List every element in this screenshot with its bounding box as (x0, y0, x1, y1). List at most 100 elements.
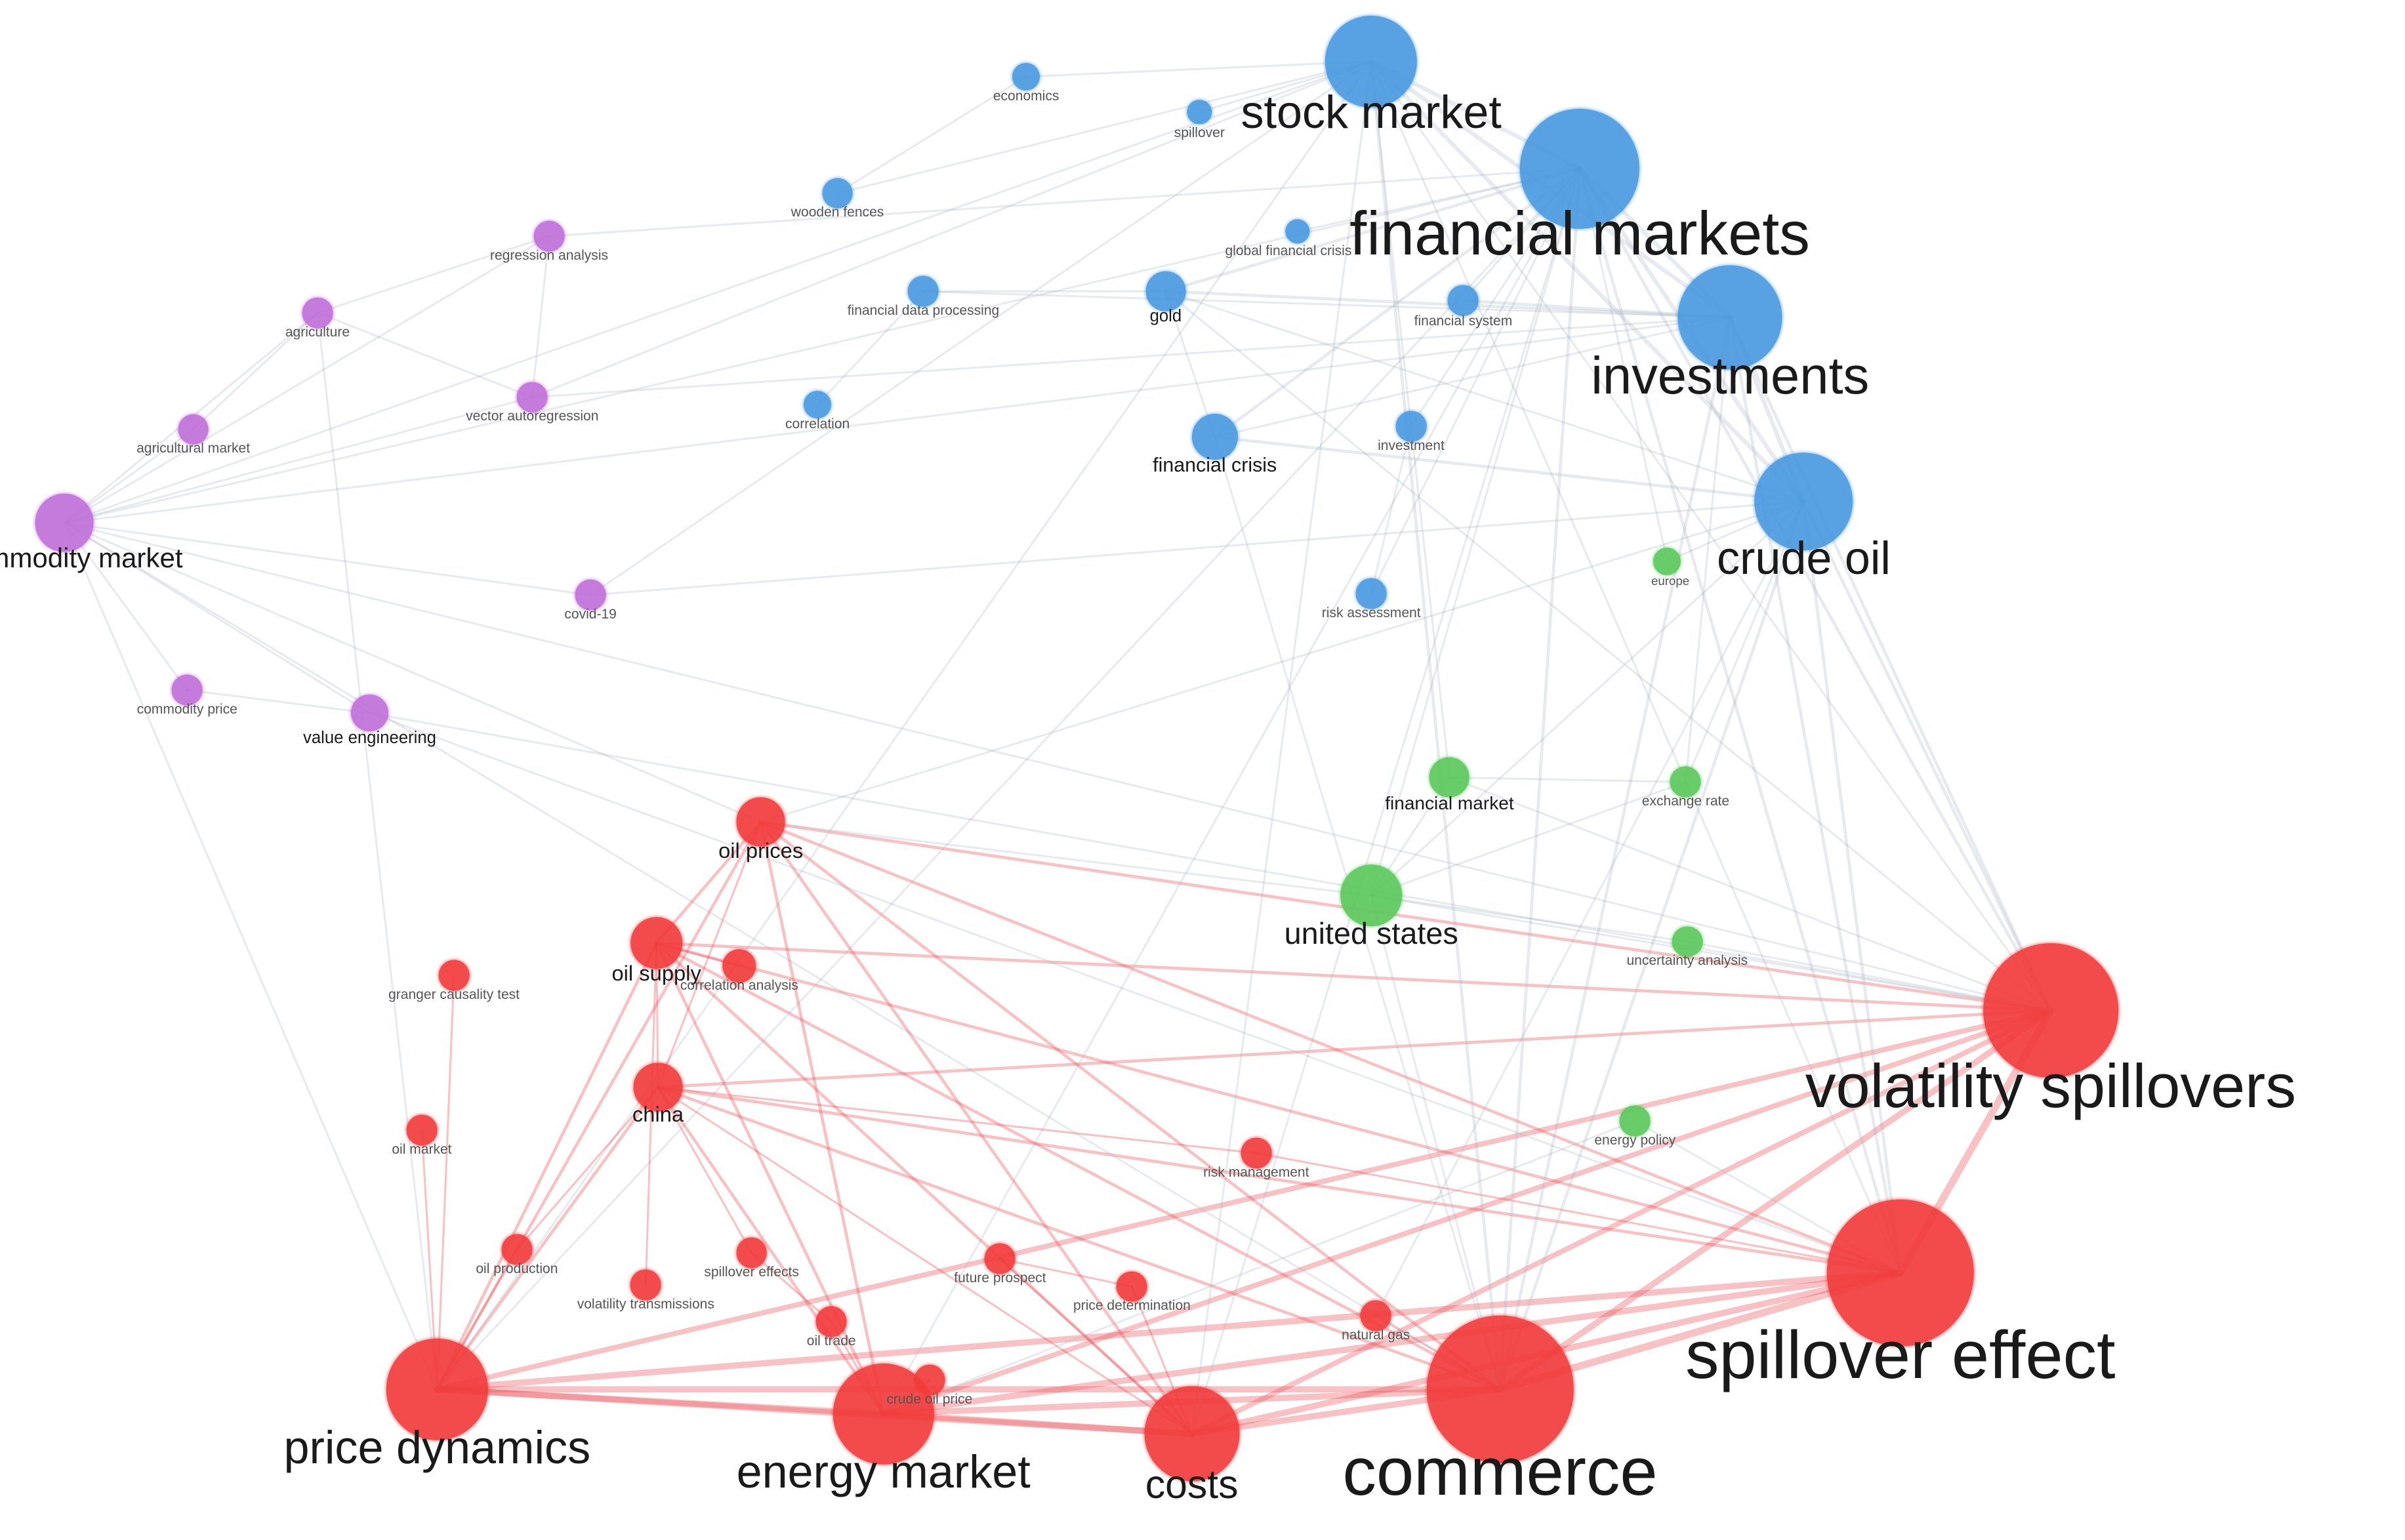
edge-commerce-investments (1498, 315, 1732, 1391)
node-energy-policy[interactable] (1619, 1105, 1651, 1137)
node-label-exchange-rate: exchange rate (1641, 794, 1730, 809)
node-oil-supply[interactable] (630, 917, 683, 969)
node-correlation-analysis[interactable] (722, 949, 756, 983)
node-label-price-dynamics: price dynamics (283, 1422, 591, 1473)
node-stock-market[interactable] (1325, 15, 1418, 108)
node-regression-analysis[interactable] (533, 220, 565, 252)
edge-exchange-rate-investments (1684, 316, 1731, 783)
node-label-oil-market: oil market (392, 1141, 452, 1157)
node-commodity-market[interactable] (35, 493, 94, 552)
node-price-dynamics[interactable] (386, 1339, 488, 1440)
node-financial-markets[interactable] (1519, 108, 1640, 229)
node-label-energy-market: energy market (736, 1446, 1031, 1498)
node-commodity-price[interactable] (171, 674, 203, 706)
node-risk-management[interactable] (1241, 1137, 1272, 1169)
node-spillover-effect[interactable] (1826, 1199, 1974, 1347)
edge-price-dynamics-financial-markets (436, 167, 1581, 1390)
node-commerce[interactable] (1426, 1316, 1574, 1463)
node-gold[interactable] (1145, 271, 1186, 312)
node-correlation[interactable] (804, 391, 832, 419)
node-exchange-rate[interactable] (1670, 767, 1701, 798)
edge-spillover-effect-risk-management (1255, 1152, 1902, 1274)
node-oil-prices[interactable] (736, 797, 786, 847)
edge-commerce-united-states (1370, 894, 1502, 1390)
edge-crude-oil-financial-crisis (1213, 435, 1805, 503)
node-spillover-effects[interactable] (736, 1237, 767, 1268)
node-europe[interactable] (1653, 547, 1681, 575)
node-agriculture[interactable] (302, 297, 333, 329)
node-future-prospect[interactable] (985, 1244, 1016, 1274)
node-crude-oil[interactable] (1754, 452, 1853, 551)
edge-united-states-financial-markets (1370, 167, 1581, 897)
edge-crude-oil-united-states (1370, 500, 1805, 897)
edge-volatility-spillovers-oil-prices (759, 820, 2053, 1013)
edge-agriculture-regression-analysis (316, 235, 550, 314)
node-agricultural-market[interactable] (178, 414, 209, 445)
node-volatility-transmissions[interactable] (630, 1269, 661, 1301)
node-risk-assessment[interactable] (1355, 578, 1387, 609)
node-label-gold: gold (1149, 306, 1182, 325)
edge-oil-prices-crude-oil (760, 500, 1805, 823)
edge-volatility-spillovers-oil-supply (655, 941, 2053, 1013)
edge-agriculture-vector-autoregression (316, 312, 533, 399)
node-price-determination[interactable] (1117, 1271, 1147, 1302)
edge-volatility-spillovers-energy-market (880, 1007, 2053, 1417)
edge-covid-19-stock-market (589, 60, 1372, 596)
edge-spillover-effect-oil-supply (655, 941, 1902, 1274)
edge-volatility-spillovers-crude-oil (1802, 500, 2053, 1013)
edge-economics-wooden-fences (836, 75, 1027, 195)
node-value-engineering[interactable] (351, 695, 388, 732)
edge-future-prospect-price-determination (998, 1257, 1133, 1288)
node-investments[interactable] (1677, 265, 1782, 370)
node-volatility-spillovers[interactable] (1983, 942, 2118, 1078)
node-financial-data-processing[interactable] (908, 275, 939, 307)
edge-spillover-effect-energy-market (880, 1269, 1904, 1417)
node-oil-production[interactable] (501, 1234, 533, 1265)
edge-oil-prices-united-states (760, 821, 1372, 897)
edge-value-engineering-spillover-effect (368, 712, 1902, 1274)
node-oil-trade[interactable] (815, 1306, 847, 1337)
edge-stock-market-crude-oil (1369, 59, 1806, 504)
node-costs[interactable] (1144, 1386, 1240, 1482)
edge-financial-markets-risk-assessment (1370, 167, 1581, 595)
node-uncertainty-analysis[interactable] (1672, 926, 1703, 957)
edge-commerce-china (656, 1085, 1502, 1391)
edge-spillover-effect-investments (1728, 315, 1902, 1274)
edge-energy-market-china (656, 1085, 886, 1415)
edge-value-engineering-commodity-price (186, 689, 371, 714)
node-economics[interactable] (1012, 62, 1040, 91)
edge-financial-markets-gold (1164, 167, 1582, 293)
node-crude-oil-price[interactable] (914, 1364, 945, 1396)
node-financial-system[interactable] (1448, 285, 1479, 316)
node-oil-market[interactable] (406, 1114, 438, 1146)
node-label-commodity-market: commodity market (0, 542, 183, 573)
edge-financial-market-exchange-rate (1448, 776, 1687, 783)
node-label-financial-markets: financial markets (1349, 198, 1810, 268)
node-covid-19[interactable] (575, 579, 606, 611)
node-financial-crisis[interactable] (1191, 414, 1238, 460)
edge-commodity-market-investments (63, 316, 1731, 524)
node-natural-gas[interactable] (1360, 1300, 1391, 1331)
node-spillover[interactable] (1187, 99, 1212, 125)
edge-energy-policy-energy-market (882, 1120, 1636, 1415)
node-label-regression-analysis: regression analysis (489, 247, 609, 263)
edge-financial-market-volatility-spillovers (1448, 776, 2052, 1012)
node-united-states[interactable] (1340, 864, 1402, 927)
node-label-investments: investments (1591, 346, 1870, 405)
edge-commerce-oil-prices (759, 820, 1502, 1391)
node-china[interactable] (633, 1063, 683, 1112)
edge-united-states-exchange-rate (1370, 780, 1687, 897)
node-investment[interactable] (1395, 411, 1427, 442)
edge-costs-stock-market (1191, 60, 1372, 1435)
edge-regression-analysis-vector-autoregression (531, 235, 550, 399)
node-global-financial-crisis[interactable] (1285, 219, 1310, 244)
edge-gold-financial-crisis (1164, 290, 1216, 438)
node-label-spillover-effect: spillover effect (1685, 1317, 2116, 1393)
edge-energy-market-costs (880, 1410, 1195, 1437)
node-vector-autoregression[interactable] (516, 382, 548, 413)
node-wooden-fences[interactable] (822, 178, 853, 209)
edge-spillover-effect-crude-oil (1802, 500, 1902, 1274)
edge-spillover-effect-oil-prices (759, 820, 1902, 1274)
node-granger-causality-test[interactable] (438, 960, 470, 991)
node-financial-market[interactable] (1429, 757, 1470, 798)
